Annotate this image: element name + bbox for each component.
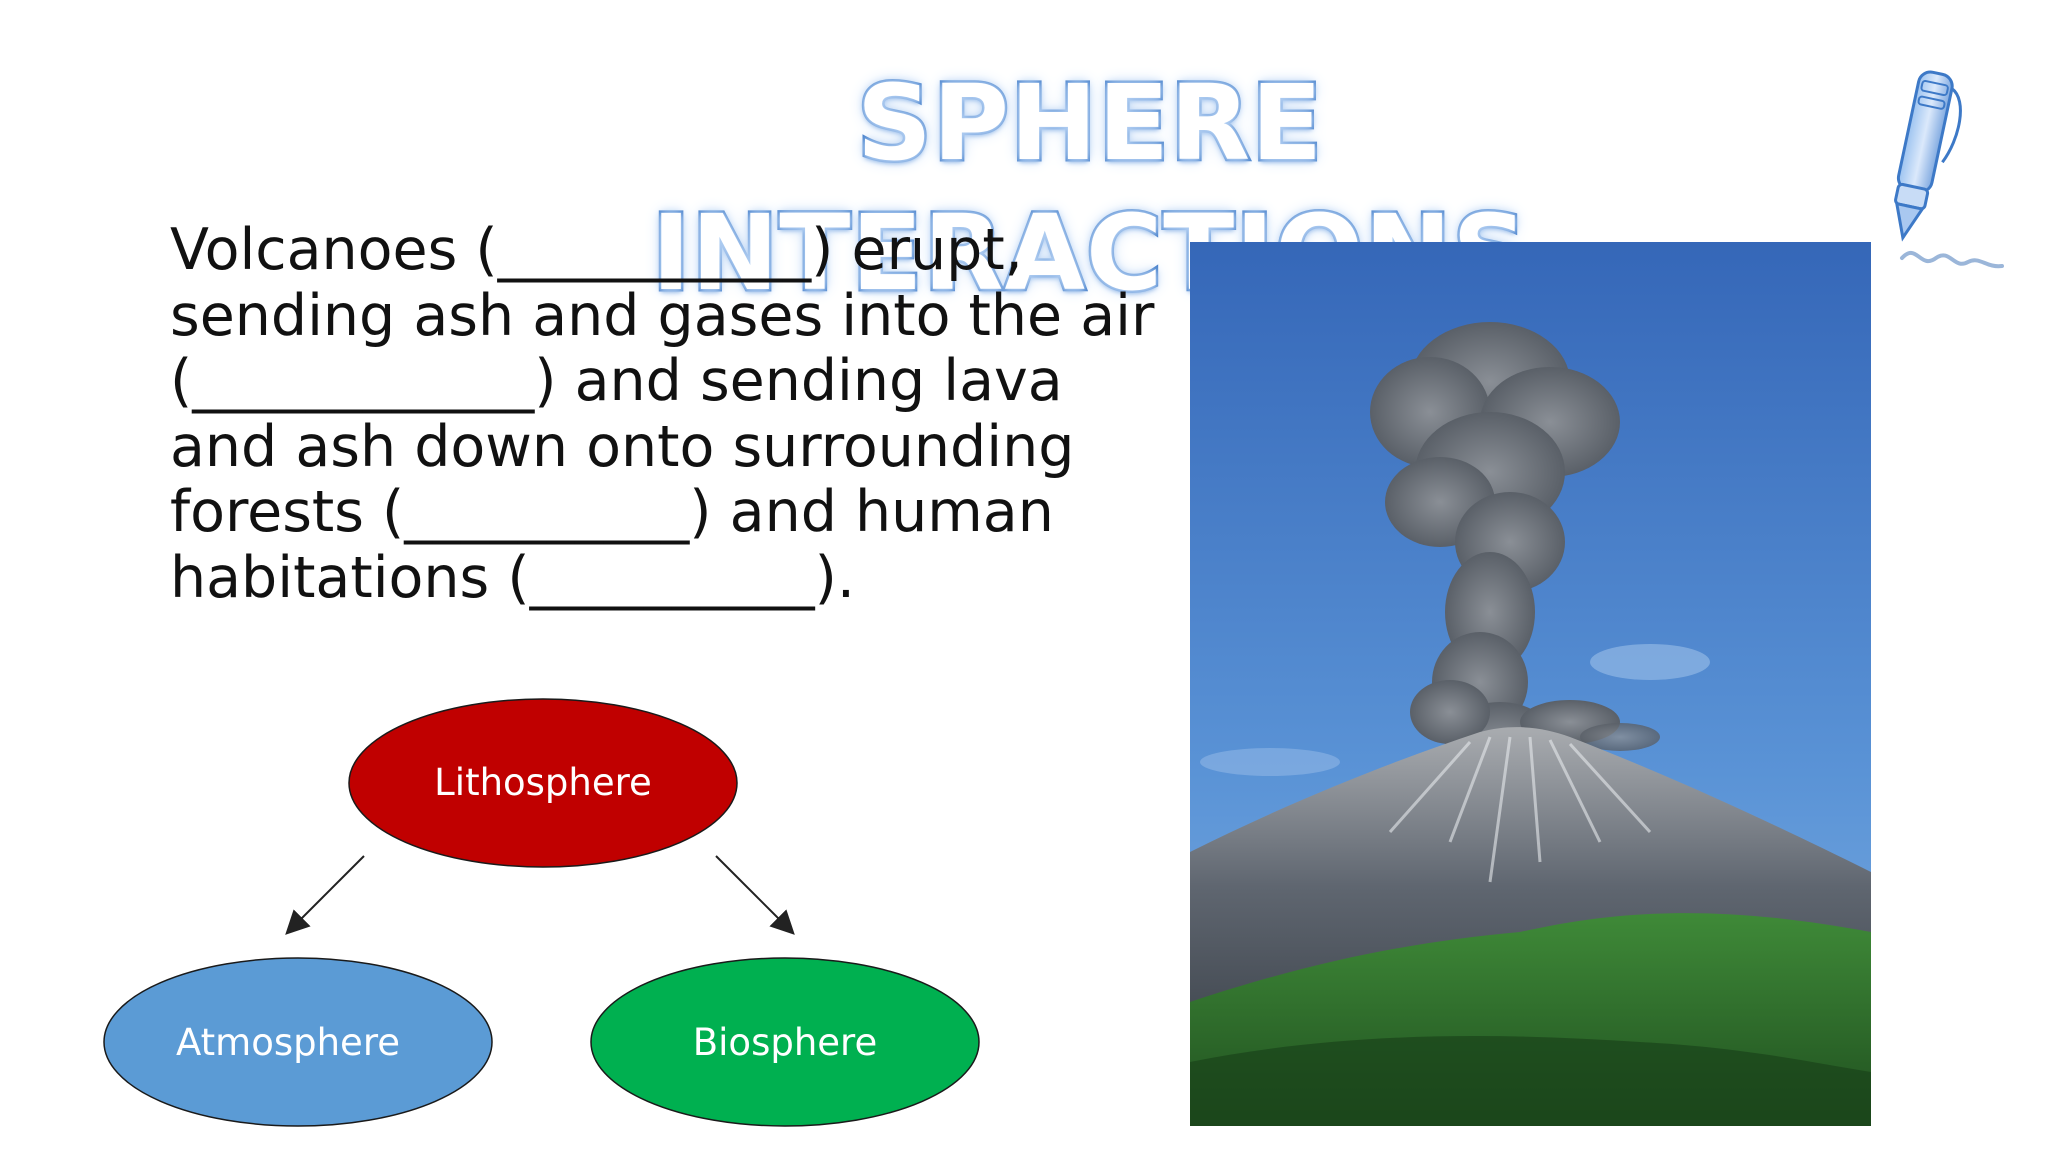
biosphere-node bbox=[590, 957, 980, 1127]
arrow-to-atmosphere bbox=[285, 855, 365, 935]
pen-icon[interactable] bbox=[1862, 62, 2012, 290]
paragraph-line: (____________) and sending lava bbox=[170, 348, 1063, 414]
biosphere-label: Biosphere bbox=[692, 1021, 878, 1064]
fill-in-paragraph: Volcanoes (___________) erupt, sending a… bbox=[170, 217, 1155, 611]
arrow-to-biosphere bbox=[715, 855, 795, 935]
paragraph-line: Volcanoes (___________) erupt, bbox=[170, 217, 1023, 283]
atmosphere-label: Atmosphere bbox=[176, 1021, 400, 1064]
lithosphere-label: Lithosphere bbox=[434, 761, 652, 804]
atmosphere-node bbox=[103, 957, 493, 1127]
paragraph-line: forests (__________) and human bbox=[170, 479, 1054, 545]
sphere-diagram bbox=[103, 698, 980, 1127]
lithosphere-node bbox=[348, 698, 738, 868]
paragraph-line: and ash down onto surrounding bbox=[170, 413, 1075, 480]
volcano-photo bbox=[1190, 242, 1871, 1126]
paragraph-line: sending ash and gases into the air bbox=[170, 282, 1155, 349]
paragraph-line: habitations (__________). bbox=[170, 544, 855, 611]
